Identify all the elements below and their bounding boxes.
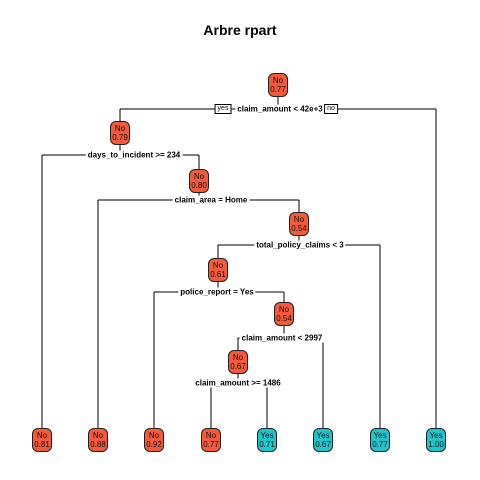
node-probability: 0.61 bbox=[210, 270, 226, 279]
node-class-label: No bbox=[92, 431, 104, 440]
split-label-s3: claim_area = Home bbox=[172, 195, 250, 205]
node-probability: 0.54 bbox=[291, 224, 307, 233]
node-probability: 0.67 bbox=[315, 440, 331, 449]
split-label-s2: days_to_incident >= 234 bbox=[85, 150, 183, 160]
node-class-label: Yes bbox=[260, 431, 274, 440]
node-class-label: No bbox=[205, 431, 217, 440]
node-probability: 0.67 bbox=[230, 362, 246, 371]
node-class-label: Yes bbox=[373, 431, 387, 440]
split-label-s1: claim_amount < 42e+3 bbox=[235, 104, 325, 114]
node-class-label: Yes bbox=[429, 431, 443, 440]
node-probability: 0.71 bbox=[259, 440, 275, 449]
chart-title: Arbre rpart bbox=[203, 22, 277, 38]
node-probability: 0.92 bbox=[146, 440, 162, 449]
node-class-label: No bbox=[232, 353, 244, 362]
node-probability: 0.77 bbox=[203, 440, 219, 449]
node-class-label: No bbox=[36, 431, 48, 440]
node-class-label: No bbox=[293, 215, 305, 224]
node-class-label: No bbox=[193, 172, 205, 181]
split-label-s4: total_policy_claims < 3 bbox=[254, 240, 346, 250]
node-probability: 0.77 bbox=[372, 440, 388, 449]
node-probability: 0.80 bbox=[191, 181, 207, 190]
node-probability: 0.88 bbox=[90, 440, 106, 449]
yes-branch-tag: yes bbox=[214, 104, 232, 114]
node-probability: 0.81 bbox=[34, 440, 50, 449]
node-class-label: No bbox=[278, 305, 290, 314]
node-probability: 1.00 bbox=[428, 440, 444, 449]
node-probability: 0.77 bbox=[270, 85, 286, 94]
no-branch-tag: no bbox=[324, 104, 338, 114]
split-label-s6: claim_amount < 2997 bbox=[239, 333, 325, 343]
node-class-label: No bbox=[212, 261, 224, 270]
node-class-label: Yes bbox=[316, 431, 330, 440]
split-label-s7: claim_amount >= 1486 bbox=[193, 378, 283, 388]
node-class-label: No bbox=[272, 76, 284, 85]
node-probability: 0.54 bbox=[276, 314, 292, 323]
split-label-s5: police_report = Yes bbox=[178, 287, 256, 297]
node-class-label: No bbox=[114, 124, 126, 133]
node-class-label: No bbox=[148, 431, 160, 440]
node-probability: 0.79 bbox=[112, 133, 128, 142]
